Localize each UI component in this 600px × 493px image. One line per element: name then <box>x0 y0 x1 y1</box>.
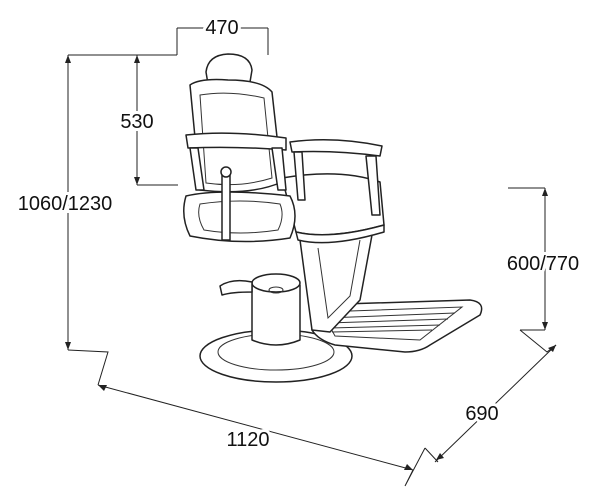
top-width-label: 470 <box>205 17 238 39</box>
left-side-panel <box>183 191 296 243</box>
barber-chair <box>183 53 483 383</box>
length-label: 1120 <box>226 429 269 451</box>
right-armrest <box>289 139 383 157</box>
left-armrest <box>185 132 287 151</box>
arrowhead <box>542 188 548 196</box>
total-height-label: 1060/1230 <box>18 193 113 215</box>
arrowhead <box>134 177 140 185</box>
seat-height-label: 600/770 <box>507 253 579 275</box>
depth-label: 690 <box>465 403 498 425</box>
top-width-dimension: 470 <box>68 14 269 56</box>
total-height-dimension: 1060/1230 <box>15 55 115 350</box>
pump-pedal <box>219 279 253 296</box>
arrowhead <box>404 464 413 470</box>
back-height-dimension: 530 <box>117 55 178 186</box>
arrowhead <box>65 55 71 63</box>
footrest-support <box>299 234 373 333</box>
recline-lever <box>221 171 231 241</box>
length-dimension: 1120 <box>67 349 426 487</box>
arrowhead <box>548 345 556 352</box>
arrowhead <box>98 385 107 391</box>
arrowhead <box>436 453 444 460</box>
seat-height-dimension: 600/770 <box>504 187 582 331</box>
depth-dimension: 690 <box>424 329 557 463</box>
arrowhead <box>542 322 548 330</box>
back-height-label: 530 <box>120 111 153 133</box>
arrowhead <box>65 342 71 350</box>
arrowhead <box>134 55 140 63</box>
